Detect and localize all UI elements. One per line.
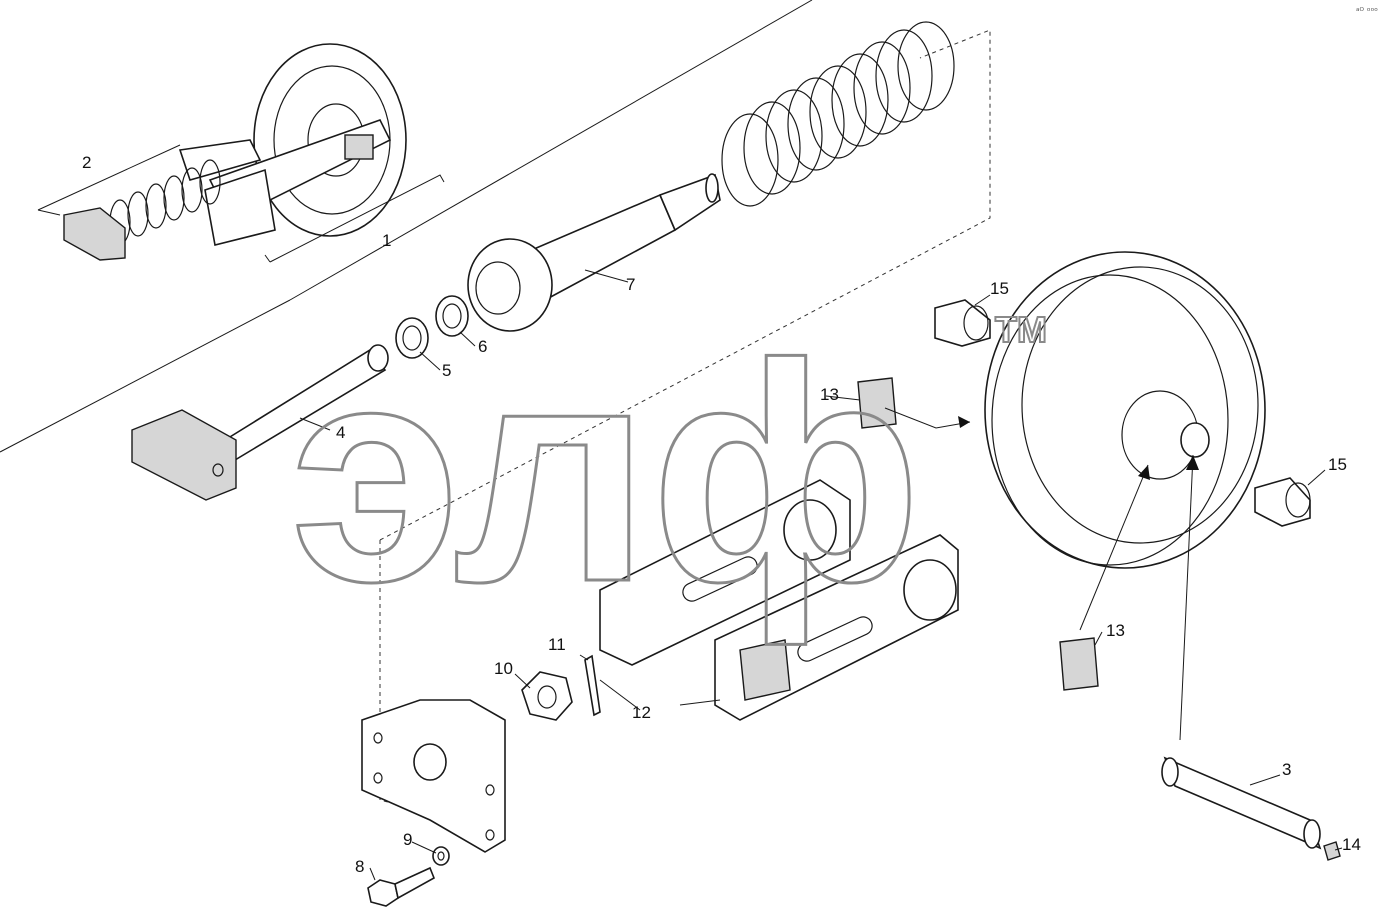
idler-wheel: [984, 251, 1266, 569]
callout-5: 5: [442, 361, 451, 380]
callout-15-top: 15: [990, 279, 1009, 298]
idler-assembly: [37, 43, 445, 263]
callout-3: 3: [1282, 760, 1291, 779]
callout-12: 12: [632, 703, 651, 722]
watermark-logo: элф: [290, 299, 922, 648]
arrowhead-13-top: [958, 416, 970, 428]
callout-2: 2: [82, 153, 91, 172]
watermark-trademark: TM: [995, 309, 1047, 350]
leader-lines: [299, 269, 1343, 881]
separator-line: [0, 299, 291, 453]
ring-5: [395, 317, 429, 359]
separator-line-upper: [289, 0, 813, 301]
callout-7: 7: [626, 275, 635, 294]
plug: [1323, 841, 1341, 861]
callout-10: 10: [494, 659, 513, 678]
callout-15-right: 15: [1328, 455, 1347, 474]
shaft: [1161, 756, 1322, 850]
callout-1: 1: [382, 231, 391, 250]
callout-4: 4: [336, 423, 345, 442]
assembly-guide-right: [379, 29, 991, 541]
seal-bag-top: [857, 377, 897, 429]
ring-6: [435, 295, 469, 337]
seal-bag-bottom: [1059, 637, 1099, 691]
callout-6: 6: [478, 337, 487, 356]
cylinder-rod: [131, 344, 389, 501]
callout-11: 11: [548, 635, 566, 654]
tension-rod: [467, 173, 721, 332]
arrow-13-bottom: [1079, 464, 1149, 631]
callout-9: 9: [403, 830, 412, 849]
cotter-pin: [584, 654, 601, 717]
corner-mark: ᵃᴼ ᵒᵒᵒ: [1356, 7, 1378, 17]
callout-14: 14: [1342, 835, 1361, 854]
yoke-upper: [599, 479, 851, 666]
bushing-right: [1254, 477, 1311, 527]
callout-13-bottom: 13: [1106, 621, 1125, 640]
bracket: [361, 699, 506, 853]
nut: [521, 671, 573, 721]
yoke-lower: [714, 534, 959, 721]
arrowhead-13-bottom: [1138, 465, 1150, 480]
callout-8: 8: [355, 857, 364, 876]
arrowhead-3: [1186, 455, 1199, 470]
arrow-3: [1179, 454, 1194, 741]
bolt: [367, 866, 436, 907]
bushing-top: [934, 299, 991, 347]
washer: [432, 846, 450, 866]
callout-13-top: 13: [820, 385, 839, 404]
recoil-spring: [721, 21, 955, 207]
arrow-13-top: [884, 407, 971, 429]
